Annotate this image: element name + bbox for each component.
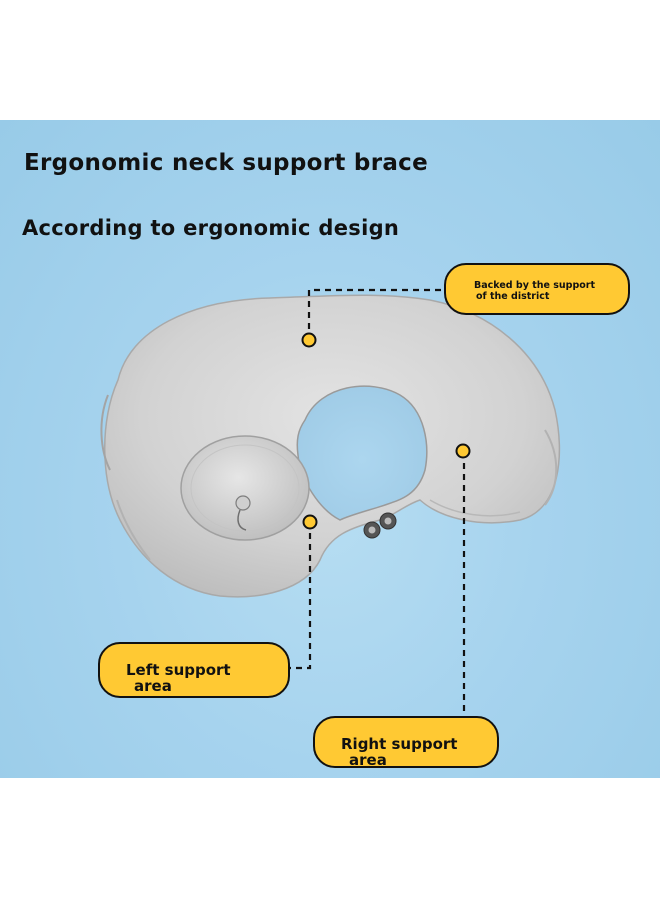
callout-left: Left support area	[98, 642, 290, 698]
callout-right: Right support area	[313, 716, 499, 768]
callout-top-line1: Backed by the support	[474, 280, 596, 291]
pump-valve	[180, 435, 310, 541]
headline: Ergonomic neck support brace	[24, 150, 428, 176]
callout-top-line2: of the district	[476, 291, 550, 302]
callout-left-line1: Left support	[126, 661, 231, 679]
marker-right	[455, 443, 471, 459]
marker-left	[302, 514, 318, 530]
leader-top	[307, 288, 444, 340]
callout-right-line2: area	[349, 751, 387, 769]
seam-right	[544, 429, 558, 506]
leader-left	[290, 522, 312, 670]
callout-right-line1: Right support	[341, 735, 458, 753]
marker-top	[301, 332, 317, 348]
callout-top: Backed by the support of the district	[444, 263, 630, 315]
neck-hole	[296, 385, 428, 521]
seam-left	[100, 394, 111, 471]
valve-cap	[235, 495, 251, 511]
callout-left-line2: area	[134, 677, 172, 695]
subheadline: According to ergonomic design	[22, 216, 400, 240]
